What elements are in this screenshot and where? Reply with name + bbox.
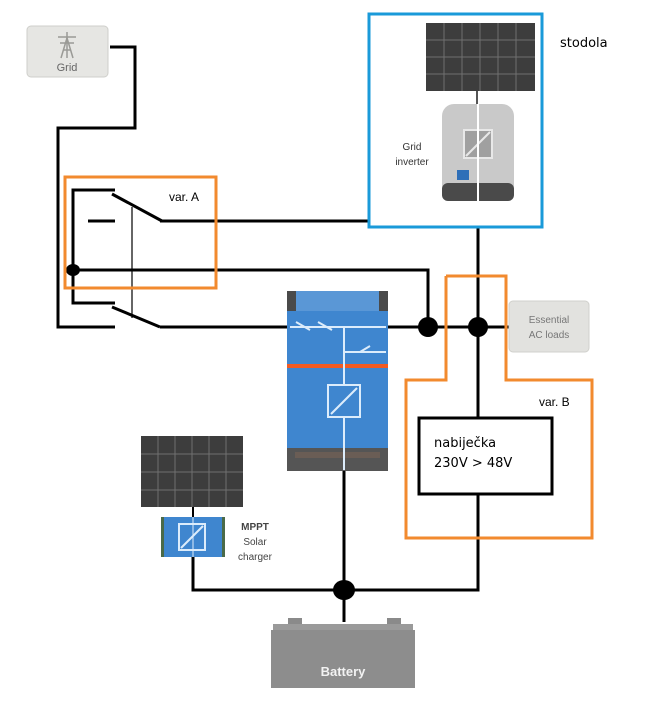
junction-ac-out-2 — [468, 317, 488, 337]
charger-230v-48v: nabiječka 230V > 48V — [417, 416, 554, 496]
grid-label: Grid — [57, 62, 78, 74]
junction-switch-common — [66, 264, 80, 276]
essential-loads-label-2: AC loads — [529, 330, 570, 341]
mppt-charger — [161, 517, 225, 557]
junction-ac-out-1 — [418, 317, 438, 337]
grid-inverter-label-2: inverter — [395, 157, 429, 168]
charger-label-2: 230V > 48V — [434, 456, 512, 471]
wire-common-to-ac-out — [73, 268, 430, 327]
inverter-display — [457, 170, 469, 180]
wire-grid-feed — [56, 45, 137, 329]
mppt-label-1: MPPT — [241, 522, 269, 533]
barn-label: stodola — [560, 36, 608, 51]
inverter-charger — [287, 291, 388, 471]
battery-label: Battery — [321, 664, 367, 679]
mppt-label-3: charger — [238, 552, 273, 563]
switch-blade-b — [111, 305, 161, 329]
barn-frame — [367, 12, 544, 229]
barn-solar-panel — [426, 23, 535, 91]
power-pylon-icon — [58, 32, 76, 59]
junctions — [66, 264, 488, 600]
variant-a-frame — [63, 175, 218, 290]
charger-label-1: nabiječka — [434, 436, 496, 451]
wire-switch-common — [71, 188, 115, 305]
variant-b-label: var. B — [539, 395, 570, 409]
essential-ac-loads: Essential AC loads — [508, 300, 590, 353]
mppt-solar-panel — [141, 436, 243, 507]
battery: Battery — [271, 618, 415, 688]
grid-node: Grid — [26, 25, 109, 78]
wire-charger-to-battery — [344, 493, 480, 592]
switch-blade-a — [111, 192, 163, 223]
wire-mppt-to-battery — [191, 556, 344, 592]
transfer-switch — [111, 192, 163, 329]
mppt-label-2: Solar — [243, 537, 267, 548]
variant-b-frame — [404, 274, 594, 540]
variant-a-label: var. A — [169, 190, 199, 204]
grid-inverter — [442, 104, 514, 205]
dc-ac-converter-icon — [330, 387, 358, 415]
junction-battery — [333, 580, 355, 600]
grid-inverter-label-1: Grid — [403, 142, 422, 153]
essential-loads-label-1: Essential — [529, 315, 570, 326]
dc-dc-converter-icon — [180, 525, 204, 549]
